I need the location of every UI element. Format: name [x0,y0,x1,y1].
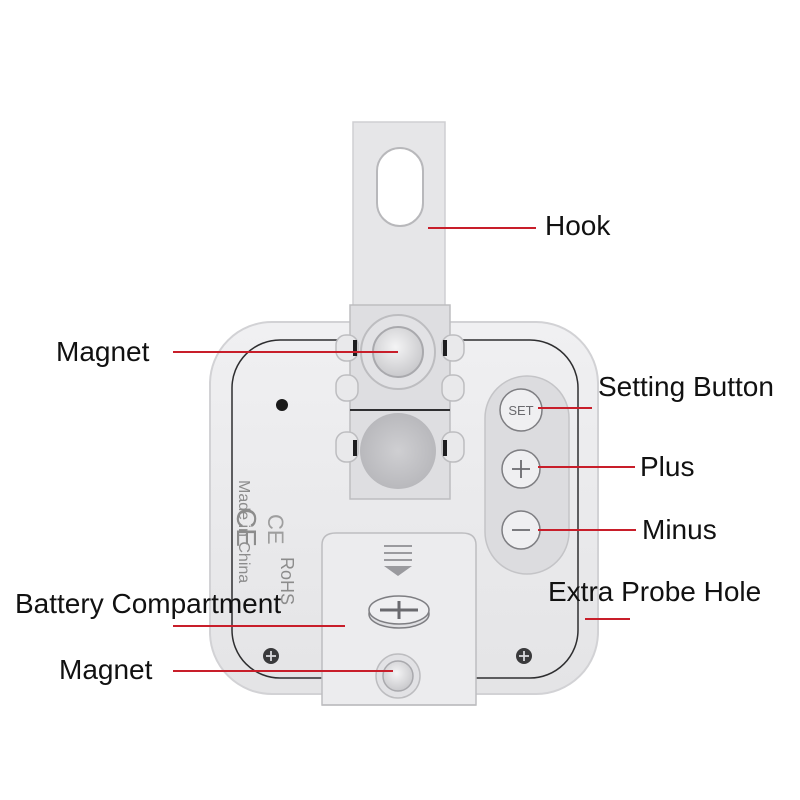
magnet-top-label: Magnet [56,336,150,367]
minus-button[interactable] [501,510,541,550]
set-button[interactable]: SET [499,388,543,432]
hook-slot [376,147,424,227]
battery-compartment-label: Battery Compartment [15,588,282,619]
hinge-hollow [360,413,436,489]
plus-button[interactable] [501,449,541,489]
hook-label: Hook [545,210,611,241]
thermometer-device: SET [209,121,599,706]
battery-screw-icon [368,595,430,629]
magnet-bottom-label: Magnet [59,654,153,685]
screw-left-icon [263,648,279,664]
callout-lines [173,227,636,672]
screw-right-icon [516,648,532,664]
minus-label: Minus [642,514,717,545]
setting-button-label: Setting Button [598,371,774,402]
extra-probe-hole-dot [276,399,288,411]
plus-label: Plus [640,451,695,482]
bottom-magnet [382,660,414,692]
hinge-knuckles [335,334,465,463]
set-button-label: SET [508,403,533,418]
ce-mark-secondary: CE [263,514,288,545]
open-arrow-icon [384,545,412,561]
made-in-china-text: Made in China [235,480,252,584]
extra-probe-hole-label: Extra Probe Hole [548,576,762,607]
